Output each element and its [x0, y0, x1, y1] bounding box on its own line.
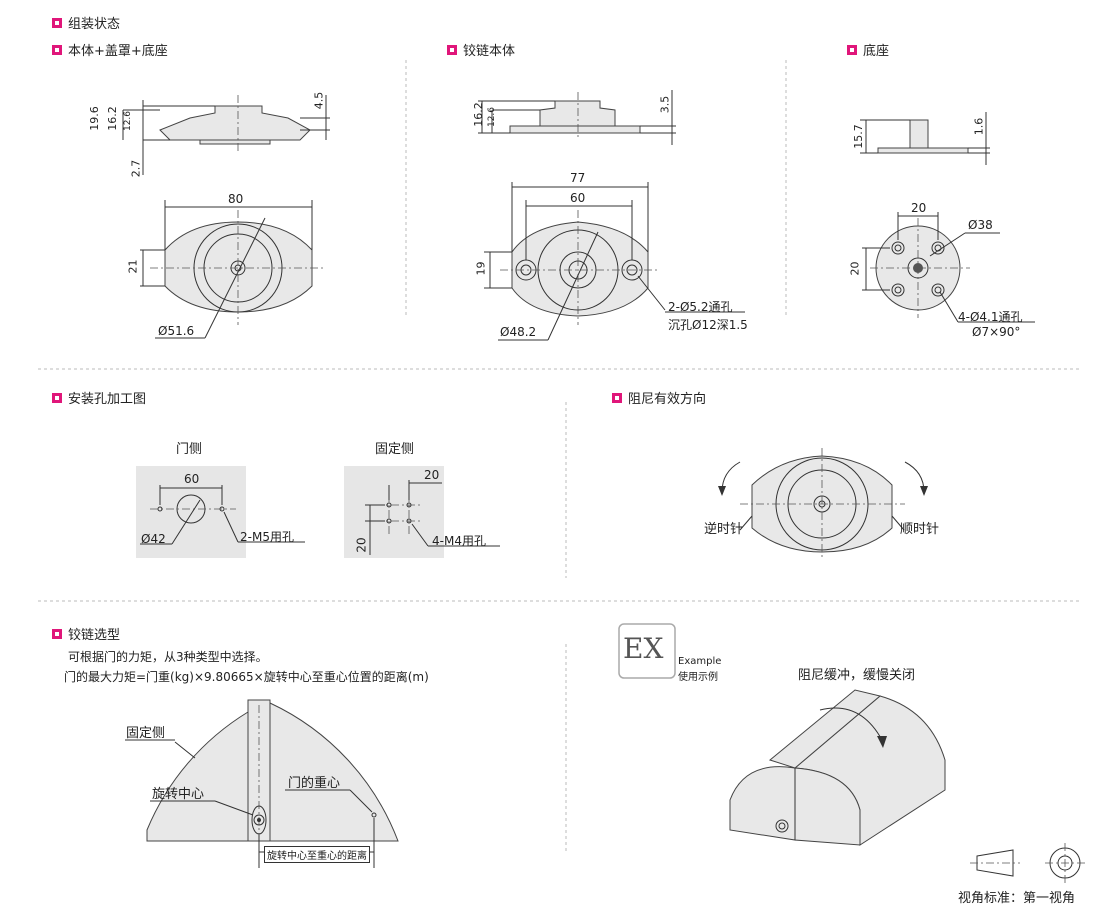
section-assembly: 组装状态: [52, 13, 120, 32]
body-top-view: [140, 200, 325, 339]
section-title: 铰链选型: [68, 628, 121, 643]
hinge-body-side-view: [478, 90, 676, 145]
ccw-label: 逆时针: [704, 522, 744, 537]
dim-label: 12.6: [123, 110, 134, 132]
hinge-body-top-view: [484, 182, 745, 341]
dim-label: 2.7: [129, 159, 143, 178]
dim-label: 2-M5用孔: [240, 530, 294, 544]
dim-label: 80: [228, 192, 244, 206]
section-title: 铰链本体: [463, 44, 516, 59]
section-bullet-icon: [52, 392, 62, 403]
section-bullet-icon: [447, 44, 457, 55]
dim-label: 77: [570, 171, 586, 185]
dim-label: 60: [184, 472, 200, 486]
door-rotation-diagram: [125, 699, 399, 868]
dim-label: 16.2: [105, 106, 119, 131]
dim-label: 19: [474, 261, 488, 276]
section-title: 底座: [863, 44, 890, 59]
dim-label: Ø7×90°: [972, 325, 1021, 339]
dim-label: 19.6: [87, 106, 101, 131]
section-bullet-icon: [52, 628, 62, 639]
dim-label: Ø38: [968, 218, 993, 232]
example-badge: [618, 623, 676, 679]
section-body-cover-base: 本体+盖罩+底座: [52, 40, 168, 59]
section-title: 组装状态: [68, 17, 121, 32]
section-title: 阻尼有效方向: [628, 392, 707, 407]
dim-label: 4-M4用孔: [432, 534, 486, 548]
dim-label: 3.5: [658, 95, 672, 114]
cw-label: 顺时针: [900, 522, 940, 537]
body-side-view: [122, 95, 330, 175]
example-illustration: [729, 689, 946, 846]
base-top-view: [862, 212, 1035, 323]
section-bullet-icon: [52, 17, 62, 28]
dim-label: Ø51.6: [158, 324, 195, 338]
example-caption: 阻尼缓冲，缓慢关闭: [798, 668, 916, 683]
dim-label: 60: [570, 191, 586, 205]
dim-label: 2-Ø5.2通孔: [668, 300, 733, 314]
fixed-side-panel: [344, 466, 500, 558]
dim-label: Ø42: [141, 532, 166, 546]
section-bullet-icon: [52, 44, 62, 55]
section-bullet-icon: [612, 392, 622, 403]
section-base: 底座: [847, 40, 889, 59]
dim-label: 15.7: [851, 124, 865, 149]
projection-label: 视角标准：第一视角: [958, 891, 1076, 906]
section-hinge-body: 铰链本体: [447, 40, 515, 59]
dim-label: 20: [911, 201, 927, 215]
example-badge-text: EX: [623, 632, 664, 665]
section-hinge-selection: 铰链选型: [52, 624, 120, 643]
fixed-side-title: 固定侧: [375, 442, 415, 457]
dim-label: 12.6: [487, 106, 498, 128]
section-mounting-hole: 安装孔加工图: [52, 388, 146, 407]
door-side-title: 门侧: [176, 442, 203, 457]
distance-label: 旋转中心至重心的距离: [264, 846, 370, 863]
dim-label: 20: [848, 261, 862, 276]
dim-label: 沉孔Ø12深1.5: [668, 318, 748, 332]
projection-symbol: [970, 843, 1085, 883]
example-label-cn: 使用示例: [678, 672, 718, 683]
dim-label: Ø48.2: [500, 325, 537, 339]
dim-label: 4.5: [312, 91, 326, 110]
selection-line-2: 门的最大力矩=门重(kg)×9.80665×旋转中心至重心位置的距离(m): [64, 670, 429, 684]
door-gravity-label: 门的重心: [288, 776, 341, 791]
dim-label: 21: [126, 259, 140, 274]
rotation-center-label: 旋转中心: [152, 787, 205, 802]
section-title: 安装孔加工图: [68, 392, 147, 407]
door-side-panel: [136, 466, 305, 558]
fixed-side-label: 固定侧: [126, 726, 166, 741]
dim-label: 16.2: [471, 102, 485, 127]
section-bullet-icon: [847, 44, 857, 55]
section-title: 本体+盖罩+底座: [68, 44, 168, 59]
base-side-view: [860, 112, 990, 165]
dim-label: 1.6: [972, 117, 986, 136]
dim-label: 20: [354, 537, 369, 553]
selection-line-1: 可根据门的力矩，从3种类型中选择。: [68, 650, 268, 664]
example-label: Example: [678, 656, 722, 667]
dim-label: 4-Ø4.1通孔: [958, 310, 1023, 324]
section-damping-direction: 阻尼有效方向: [612, 388, 706, 407]
dim-label: 20: [424, 468, 440, 482]
damping-diagram: [718, 448, 928, 560]
